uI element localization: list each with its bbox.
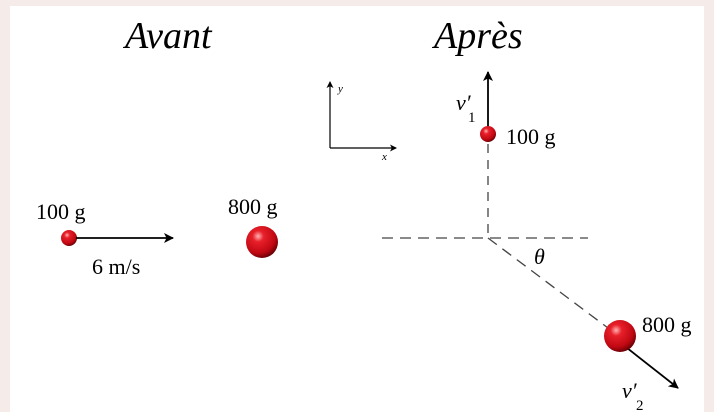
after-reference-lines: θ: [382, 144, 609, 329]
after-large-mass-label: 800 g: [642, 312, 692, 337]
angle-theta-label: θ: [534, 244, 545, 269]
v2-prime-symbol: v′: [622, 378, 638, 403]
y-axis-label: y: [337, 83, 343, 95]
coordinate-axes: y x: [326, 81, 397, 163]
after-small-ball: [480, 126, 496, 142]
after-large-ball-group: 800 g v′ 2: [604, 312, 692, 412]
title-before: Avant: [122, 15, 213, 57]
after-small-mass-label: 100 g: [506, 124, 556, 149]
after-large-velocity-arrow: [621, 343, 679, 389]
x-axis-label: x: [381, 151, 387, 163]
collision-diagram: Avant Après y x 100 g 6 m/s 800 g θ v′ 1…: [10, 6, 704, 412]
before-velocity-label: 6 m/s: [92, 254, 140, 279]
before-large-mass-label: 800 g: [228, 194, 278, 219]
diagram-canvas: Avant Après y x 100 g 6 m/s 800 g θ v′ 1…: [36, 15, 692, 412]
v2-subscript: 2: [636, 398, 644, 412]
diagonal-dashed-line: [487, 237, 609, 329]
v1-prime-symbol: v′: [456, 90, 472, 115]
v1-subscript: 1: [468, 110, 476, 126]
before-large-ball: [246, 226, 278, 258]
before-scene: 100 g 6 m/s 800 g: [36, 194, 278, 279]
title-after: Après: [431, 15, 523, 57]
before-small-mass-label: 100 g: [36, 199, 86, 224]
after-large-ball: [604, 320, 636, 352]
after-small-ball-group: v′ 1 100 g: [456, 71, 556, 149]
before-small-ball: [61, 230, 77, 246]
